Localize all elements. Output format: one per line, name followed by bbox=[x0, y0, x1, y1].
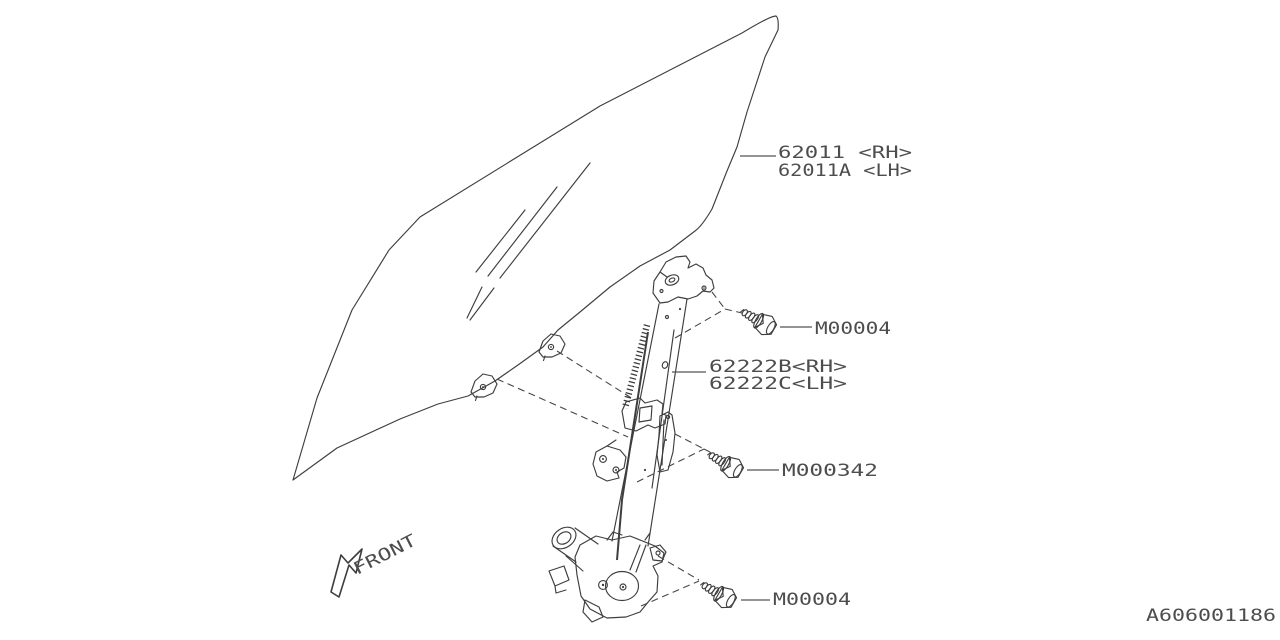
leader-lines bbox=[672, 155, 812, 601]
part-label-glass-lh: 62011A <LH> bbox=[778, 161, 912, 181]
window-regulator bbox=[548, 255, 715, 623]
part-label-glass-rh: 62011 <RH> bbox=[778, 143, 912, 163]
regulator-motor-assembly bbox=[548, 526, 667, 623]
part-label-bolt-upper: M00004 bbox=[815, 319, 891, 339]
door-glass bbox=[292, 15, 779, 481]
assembly-dashed-lines bbox=[496, 291, 743, 607]
regulator-motor bbox=[548, 526, 599, 594]
regulator-foot-plate bbox=[592, 439, 627, 482]
front-direction: FRONT bbox=[330, 531, 420, 598]
regulator-cable bbox=[616, 331, 649, 561]
front-arrow-icon bbox=[330, 548, 363, 598]
figure-code: A606001186 bbox=[1146, 606, 1276, 626]
regulator-spiral-spring bbox=[621, 324, 651, 409]
glass-reflection-lines bbox=[466, 162, 591, 321]
bolt-middle-icon bbox=[702, 444, 747, 483]
glass-holder-clip-rear bbox=[538, 333, 566, 362]
regulator-top-bracket bbox=[652, 255, 715, 304]
part-label-regulator-lh: 62222C<LH> bbox=[709, 374, 847, 394]
drive-drum-housing bbox=[604, 570, 640, 602]
part-label-bolt-middle: M000342 bbox=[782, 461, 878, 481]
glass-holder-clip-front bbox=[470, 373, 498, 402]
part-label-bolt-lower: M00004 bbox=[773, 590, 851, 610]
part-label-regulator-rh: 62222B<RH> bbox=[709, 357, 847, 377]
door-glass-outline bbox=[292, 15, 779, 481]
bolt-upper-icon bbox=[735, 301, 780, 340]
regulator-carrier-bracket bbox=[621, 397, 676, 473]
bolt-lower-icon bbox=[695, 574, 740, 613]
